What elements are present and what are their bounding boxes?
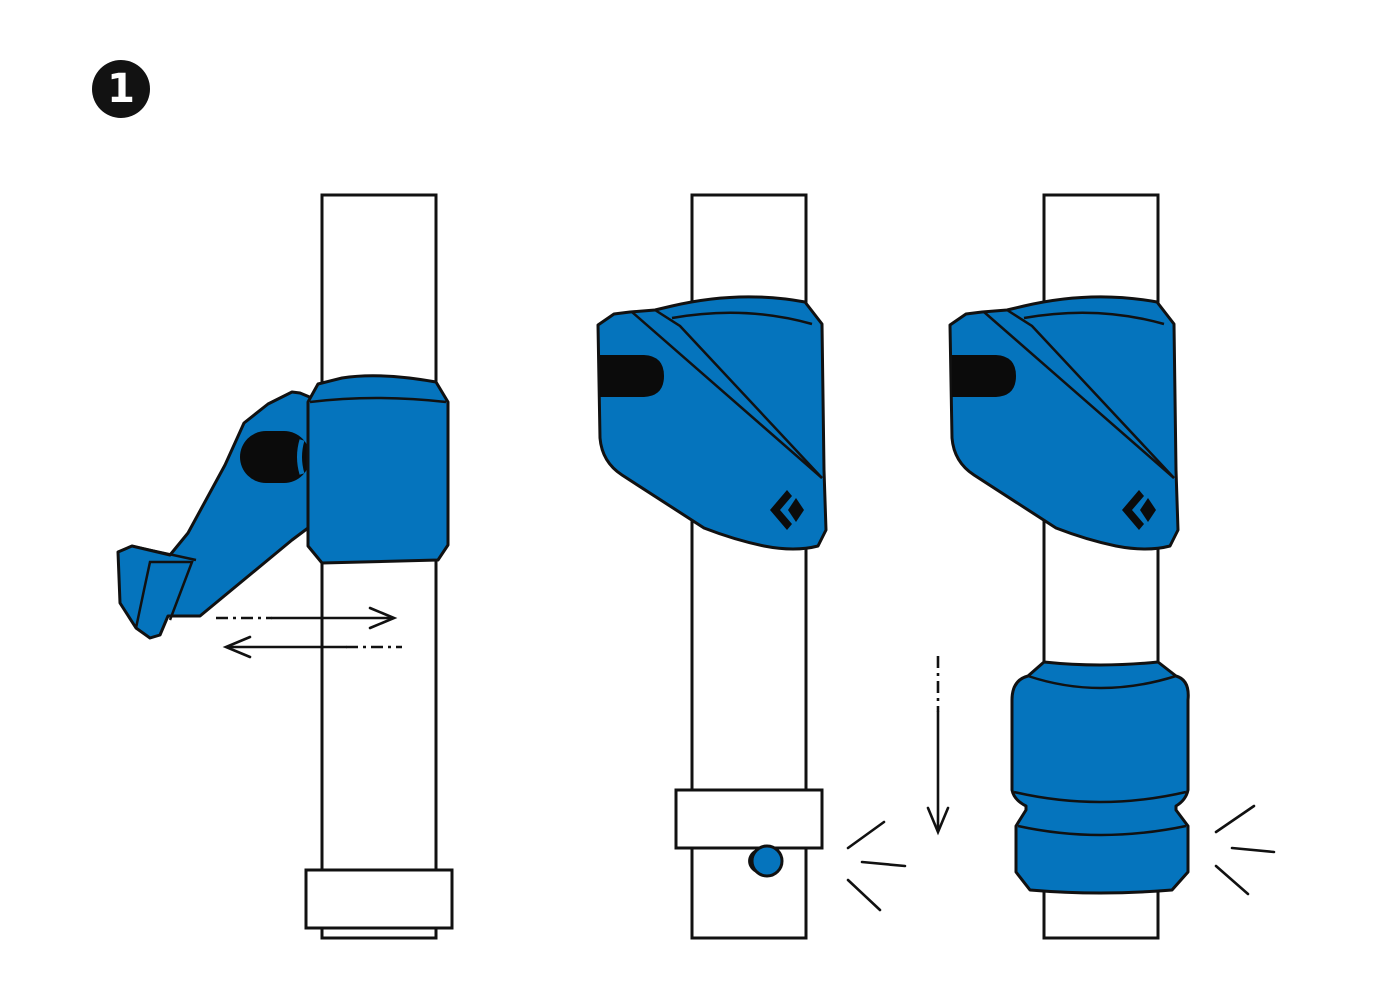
figure-lever-closed-button-pop bbox=[596, 193, 907, 940]
push-button-icon bbox=[748, 844, 784, 878]
collar-icon bbox=[1010, 660, 1190, 895]
flick-lock-closed-icon bbox=[596, 295, 828, 551]
brand-diamond-icon bbox=[770, 490, 804, 530]
click-lines-icon bbox=[1214, 804, 1276, 896]
figure-lever-closed-collar-seat bbox=[926, 193, 1276, 940]
step-number-badge: 1 bbox=[92, 60, 150, 118]
figure-lever-open bbox=[116, 193, 454, 940]
brand-diamond-icon bbox=[1122, 490, 1156, 530]
slide-arrows-icon bbox=[216, 606, 402, 659]
down-arrow-icon bbox=[926, 656, 950, 836]
flick-lock-open-icon bbox=[116, 374, 450, 640]
click-lines-icon bbox=[846, 820, 907, 912]
pole-section-icon bbox=[304, 193, 454, 940]
flick-lock-closed-icon bbox=[948, 295, 1180, 551]
